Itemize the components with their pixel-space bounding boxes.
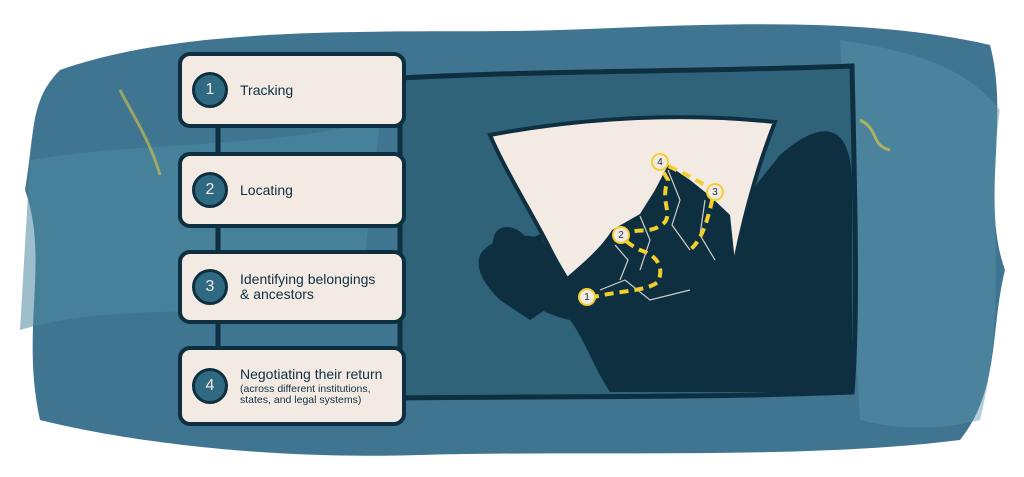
step-4-card: 4 Negotiating their return (across diffe… bbox=[178, 346, 406, 426]
step-4-note-line1: (across different institutions, bbox=[240, 382, 371, 395]
hand-left bbox=[478, 235, 560, 320]
map-route bbox=[589, 158, 717, 300]
step-4-note-line2: states, and legal systems) bbox=[240, 393, 362, 406]
step-4-title: Negotiating their return bbox=[240, 365, 383, 382]
map-marker-3: 3 bbox=[706, 183, 724, 201]
step-2-number: 2 bbox=[192, 172, 228, 208]
step-2-card: 2 Locating bbox=[178, 152, 406, 228]
step-4-number: 4 bbox=[192, 368, 228, 404]
map-marker-1: 1 bbox=[578, 288, 596, 306]
step-4-label: Negotiating their return (across differe… bbox=[240, 365, 383, 406]
step-3-label-line2: & ancestors bbox=[240, 286, 314, 302]
step-1-card: 1 Tracking bbox=[178, 52, 406, 128]
step-3-label-line1: Identifying belongings bbox=[240, 271, 376, 287]
step-3-label: Identifying belongings & ancestors bbox=[240, 272, 375, 302]
step-2-label: Locating bbox=[240, 181, 293, 198]
person-silhouette bbox=[492, 131, 852, 392]
step-3-card: 3 Identifying belongings & ancestors bbox=[178, 250, 406, 324]
step-1-number: 1 bbox=[192, 72, 228, 108]
map-marker-4: 4 bbox=[651, 153, 669, 171]
step-3-number: 3 bbox=[192, 269, 228, 305]
step-1-label: Tracking bbox=[240, 81, 294, 98]
map-marker-2: 2 bbox=[612, 226, 630, 244]
